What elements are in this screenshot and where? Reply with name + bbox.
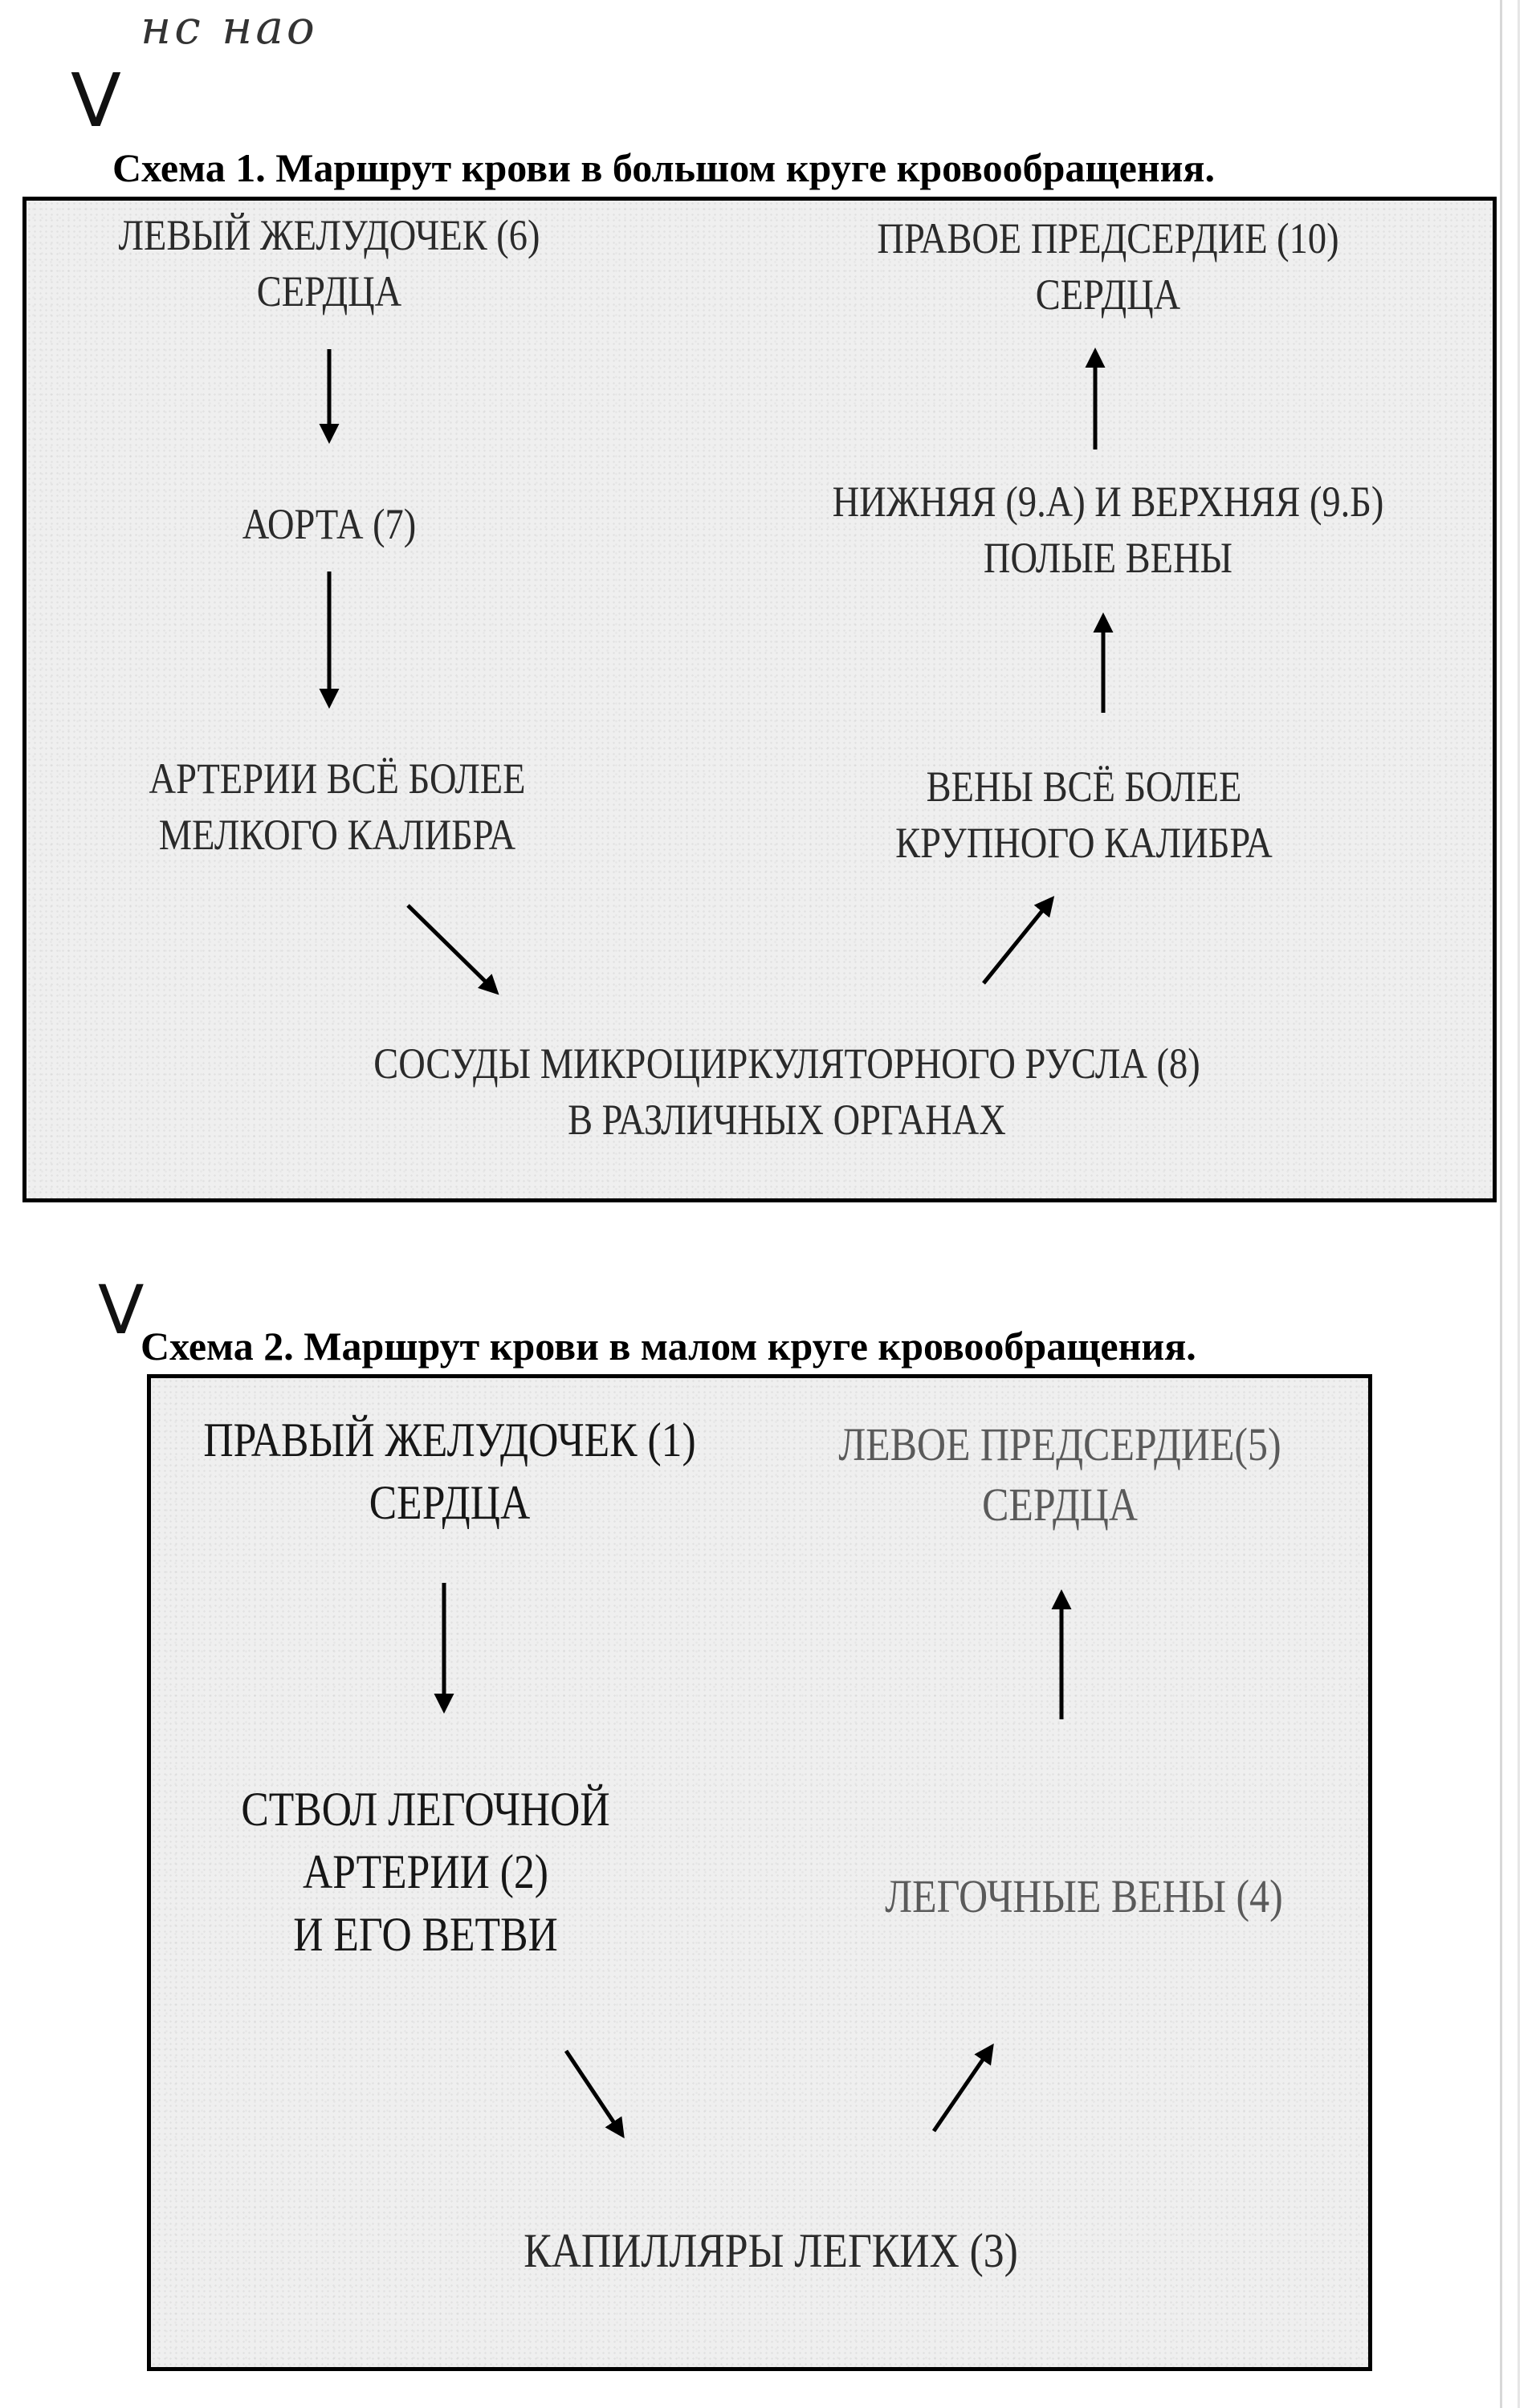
node-line: И ЕГО ВЕТВИ (293, 1908, 558, 1961)
scheme1-right-atrium: ПРАВОЕ ПРЕДСЕРДИЕ (10) СЕРДЦА (845, 210, 1371, 323)
scheme2-left-atrium: ЛЕВОЕ ПРЕДСЕРДИЕ(5) СЕРДЦА (811, 1414, 1308, 1536)
node-line: АОРТА (7) (242, 500, 417, 548)
scheme1-title: Схема 1. Маршрут крови в большом круге к… (112, 145, 1215, 190)
page-edge-line (1518, 0, 1520, 2408)
node-line: КРУПНОГО КАЛИБРА (895, 819, 1273, 868)
scheme2-pulmonary-trunk: СТВОЛ ЛЕГОЧНОЙ АРТЕРИИ (2) И ЕГО ВЕТВИ (218, 1778, 633, 1966)
scheme1-left-ventricle: ЛЕВЫЙ ЖЕЛУДОЧЕК (6) СЕРДЦА (88, 207, 571, 319)
node-line: СОСУДЫ МИКРОЦИРКУЛЯТОРНОГО РУСЛА (8) (373, 1039, 1200, 1088)
node-line: ПОЛЫЕ ВЕНЫ (983, 534, 1233, 583)
node-line: ЛЕГОЧНЫЕ ВЕНЫ (4) (885, 1870, 1283, 1922)
node-line: КАПИЛЛЯРЫ ЛЕГКИХ (3) (524, 2224, 1018, 2277)
check-mark: V (98, 1271, 145, 1349)
node-line: МЕЛКОГО КАЛИБРА (158, 811, 516, 860)
scheme1-arteries: АРТЕРИИ ВСЁ БОЛЕЕ МЕЛКОГО КАЛИБРА (116, 750, 558, 863)
scheme1-aorta: АОРТА (7) (157, 496, 502, 552)
node-line: СЕРДЦА (982, 1479, 1138, 1531)
page-edge-line (1500, 0, 1502, 2408)
check-mark: V (71, 58, 121, 144)
node-line: ПРАВОЕ ПРЕДСЕРДИЕ (10) (877, 214, 1339, 262)
node-line: ЛЕВЫЙ ЖЕЛУДОЧЕК (6) (118, 211, 540, 259)
handwritten-note: нс нао (141, 0, 318, 55)
node-line: В РАЗЛИЧНЫХ ОРГАНАХ (568, 1096, 1006, 1145)
scheme1-veins: ВЕНЫ ВСЁ БОЛЕЕ КРУПНОГО КАЛИБРА (842, 759, 1326, 871)
scheme2-title: Схема 2. Маршрут крови в малом круге кро… (141, 1324, 1196, 1369)
scheme1-venae-cavae: НИЖНЯЯ (9.А) И ВЕРХНЯЯ (9.Б) ПОЛЫЕ ВЕНЫ (818, 474, 1398, 586)
scheme1-frame (22, 197, 1497, 1202)
node-line: АРТЕРИИ ВСЁ БОЛЕЕ (149, 755, 526, 803)
node-line: ЛЕВОЕ ПРЕДСЕРДИЕ(5) (838, 1418, 1281, 1470)
node-line: СЕРДЦА (1035, 270, 1181, 319)
node-line: АРТЕРИИ (2) (303, 1845, 548, 1898)
scheme2-pulmonary-veins: ЛЕГОЧНЫЕ ВЕНЫ (4) (856, 1866, 1312, 1926)
node-line: СЕРДЦА (369, 1476, 531, 1529)
node-line: СЕРДЦА (256, 267, 402, 316)
node-line: НИЖНЯЯ (9.А) И ВЕРХНЯЯ (9.Б) (832, 478, 1384, 526)
scheme2-frame (147, 1374, 1372, 2371)
node-line: ВЕНЫ ВСЁ БОЛЕЕ (926, 763, 1242, 811)
node-line: СТВОЛ ЛЕГОЧНОЙ (241, 1783, 610, 1836)
scheme1-microvessels: СОСУДЫ МИКРОЦИРКУЛЯТОРНОГО РУСЛА (8) В Р… (373, 1035, 1201, 1148)
scheme2-capillaries: КАПИЛЛЯРЫ ЛЕГКИХ (3) (495, 2219, 1047, 2282)
node-line: ПРАВЫЙ ЖЕЛУДОЧЕК (1) (203, 1413, 696, 1466)
scheme2-right-ventricle: ПРАВЫЙ ЖЕЛУДОЧЕК (1) СЕРДЦА (187, 1409, 712, 1534)
